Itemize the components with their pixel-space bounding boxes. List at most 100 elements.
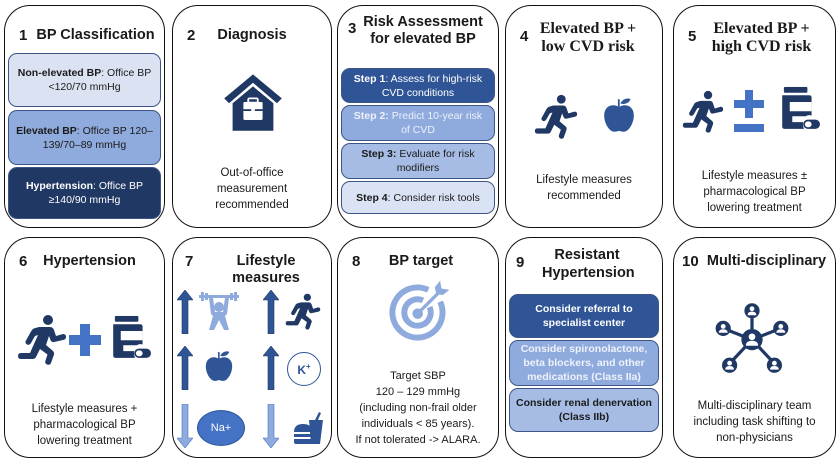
class-text: : Office BP 120–139/70–89 mmHg: [42, 124, 153, 151]
class-box-hypertension: Hypertension: Office BP ≥140/90 mmHg: [8, 167, 161, 219]
option-text: Consider renal denervation (Class IIb): [516, 397, 652, 423]
step-label: Step 1: [353, 72, 386, 85]
class-label: Non-elevated BP: [17, 67, 102, 79]
panel-header: 1 BP Classification: [5, 27, 164, 44]
panel-title: Risk Assessment for elevated BP: [363, 14, 483, 47]
resistant-option-medications: Consider spironolactone, beta blockers, …: [509, 340, 659, 386]
panel-lifestyle-measures: 7 Lifestyle measures K+ Na+: [172, 237, 332, 458]
panel-title: Hypertension: [43, 253, 136, 269]
panel-title: Diagnosis: [217, 27, 287, 43]
pill-bottle-icon: [778, 86, 820, 134]
panel-header: 3 Risk Assessment for elevated BP: [338, 14, 498, 48]
panel-number: 4: [520, 28, 529, 45]
panel-header: 6 Hypertension: [5, 253, 164, 270]
plus-minus-icon: [734, 90, 764, 132]
panel-caption: Lifestyle measures + pharmacological BP …: [31, 403, 138, 447]
fast-food-icon: [294, 412, 323, 444]
step-text: : Consider risk tools: [387, 191, 480, 204]
panel-number: 2: [187, 27, 196, 44]
plus-icon: [69, 324, 101, 356]
step-label: Step 4: [356, 191, 388, 204]
superscript-plus: +: [306, 361, 311, 371]
panel-multidisciplinary: 10 Multi-disciplinary Multi-disciplinary…: [673, 237, 836, 458]
panel-number: 8: [352, 253, 361, 270]
target-line: If not tolerated -> ALARA.: [355, 434, 481, 446]
panel-title: BP Classification: [36, 27, 155, 43]
panel-elevated-low-risk: 4 Elevated BP + low CVD risk Lifestyle m…: [505, 5, 663, 228]
panel-number: 10: [682, 253, 699, 270]
panel-number: 5: [688, 28, 697, 45]
target-line: 120 – 129 mmHg: [375, 386, 461, 398]
panel-caption: Out-of-office measurement recommended: [215, 167, 289, 211]
panel-header: 2 Diagnosis: [173, 27, 331, 44]
step-label: Step 3:: [361, 148, 397, 160]
class-label: Hypertension: [25, 180, 94, 192]
risk-step-4: Step 4: Consider risk tools: [341, 181, 495, 214]
potassium-icon: K+: [287, 352, 321, 386]
panel-title: Elevated BP + high CVD risk: [711, 20, 812, 55]
panel-header: 8 BP target: [338, 253, 498, 270]
class-box-elevated: Elevated BP: Office BP 120–139/70–89 mmH…: [8, 110, 161, 165]
risk-step-3: Step 3: Evaluate for risk modifiers: [341, 143, 495, 179]
panel-caption: Multi-disciplinary team including task s…: [693, 400, 816, 444]
up-arrow-icon: [177, 290, 193, 334]
panel-title: Lifestyle measures: [232, 253, 300, 286]
running-person-icon: [682, 86, 724, 136]
running-person-icon: [17, 313, 67, 365]
panel-number: 1: [19, 27, 28, 44]
resistant-option-renal-denervation: Consider renal denervation (Class IIb): [509, 388, 659, 432]
step-text: Predict 10-year risk of CVD: [388, 110, 483, 136]
step-label: Step 2:: [353, 110, 389, 122]
down-arrow-icon: [263, 404, 279, 448]
panel-hypertension: 6 Hypertension Lifestyle measures + phar…: [4, 237, 165, 458]
panel-header: 4 Elevated BP + low CVD risk: [506, 20, 662, 56]
panel-number: 3: [348, 20, 357, 37]
panel-caption: Lifestyle measures ± pharmacological BP …: [701, 170, 808, 214]
panel-header: 9 Resistant Hypertension: [506, 246, 662, 282]
up-arrow-icon: [263, 346, 279, 390]
target-line: individuals < 85 years).: [361, 418, 475, 430]
panel-caption: Lifestyle measures recommended: [536, 174, 632, 202]
apple-icon: [601, 91, 637, 139]
sodium-label: Na+: [210, 422, 232, 434]
panel-elevated-high-risk: 5 Elevated BP + high CVD risk Lifestyle …: [673, 5, 836, 228]
team-network-icon: [712, 298, 792, 378]
panel-header: 10 Multi-disciplinary: [674, 253, 835, 270]
running-person-icon: [285, 290, 321, 332]
up-arrow-icon: [177, 346, 193, 390]
step-text: : Assess for high-risk CVD conditions: [381, 72, 483, 99]
option-text: Consider spironolactone, beta blockers, …: [520, 343, 648, 383]
option-text: Consider referral to specialist center: [535, 303, 633, 329]
panel-bp-classification: 1 BP Classification Non-elevated BP: Off…: [4, 5, 165, 228]
resistant-option-referral: Consider referral to specialist center: [509, 294, 659, 338]
class-label: Elevated BP: [16, 124, 77, 137]
panel-header: 5 Elevated BP + high CVD risk: [674, 20, 835, 56]
panel-risk-assessment: 3 Risk Assessment for elevated BP Step 1…: [337, 5, 499, 228]
panel-title: Elevated BP + low CVD risk: [539, 20, 637, 55]
panel-resistant-hypertension: 9 Resistant Hypertension Consider referr…: [505, 237, 663, 458]
step-text: Evaluate for risk modifiers: [396, 148, 475, 174]
panel-bp-target: 8 BP target Target SBP 120 – 129 mmHg (i…: [337, 237, 499, 458]
panel-diagnosis: 2 Diagnosis Out-of-office measurement re…: [172, 5, 332, 228]
house-briefcase-icon: [224, 74, 282, 131]
risk-step-2: Step 2: Predict 10-year risk of CVD: [341, 105, 495, 141]
running-person-icon: [534, 91, 578, 141]
panel-title: BP target: [388, 253, 454, 269]
panel-number: 6: [19, 253, 28, 270]
panel-title: Multi-disciplinary: [706, 253, 827, 269]
weightlifting-icon: [199, 292, 239, 330]
up-arrow-icon: [263, 290, 279, 334]
panel-title: Resistant Hypertension: [542, 247, 635, 281]
panel-header: 7 Lifestyle measures: [173, 253, 331, 287]
panel-number: 9: [516, 254, 525, 271]
panel-caption: Target SBP 120 – 129 mmHg (including non…: [340, 368, 496, 448]
sodium-icon: Na+: [197, 410, 245, 446]
risk-step-1: Step 1: Assess for high-risk CVD conditi…: [341, 68, 495, 103]
pill-bottle-icon: [109, 314, 151, 364]
potassium-label: K+: [297, 361, 311, 377]
class-text: : Office BP ≥140/90 mmHg: [48, 180, 144, 206]
class-text: : Office BP <120/70 mmHg: [48, 67, 152, 93]
apple-icon: [203, 344, 235, 388]
target-icon: [389, 280, 450, 341]
panel-number: 7: [185, 253, 194, 270]
